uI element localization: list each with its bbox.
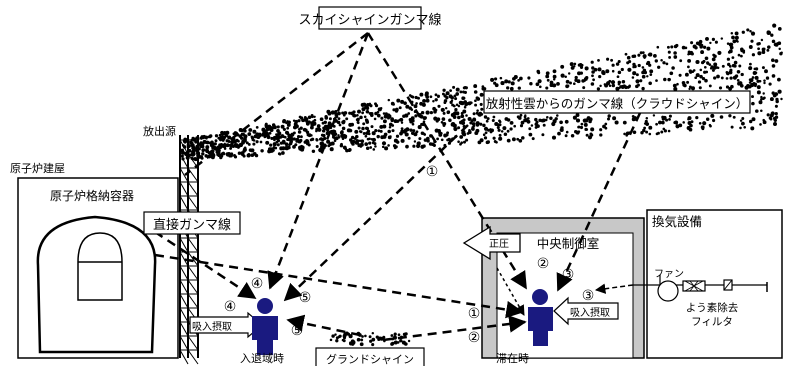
control-room-label: 中央制御室 [537, 236, 600, 251]
direct-gamma-label: 直接ガンマ線 [153, 217, 231, 233]
intake-label-right: 吸入摂取 [570, 306, 610, 319]
groundshine-label: グランドシャイン [326, 352, 414, 366]
iodine-filter-label-1: よう素除去 [686, 301, 739, 314]
intake-arrow-right [553, 296, 619, 326]
positive-pressure-label: 正圧 [489, 239, 509, 250]
ventilation-equipment [594, 209, 783, 359]
fan-icon [657, 280, 679, 302]
fan-label: ファン [654, 269, 684, 280]
radiation-paths [154, 32, 642, 342]
radioactive-cloud [180, 23, 783, 162]
marker-3-lower: ③ [582, 288, 595, 304]
ventilation-label: 換気設備 [652, 214, 702, 229]
marker-1-skyshine: ① [426, 164, 439, 180]
control-room [481, 217, 645, 359]
reactor-building-label: 原子炉建屋 [10, 161, 65, 175]
containment-label: 原子炉格納容器 [50, 188, 134, 203]
marker-3-upper: ③ [562, 267, 575, 283]
marker-2-ground: ② [468, 330, 481, 346]
entry-exit-label: 入退域時 [240, 352, 284, 365]
marker-5-upper: ⑤ [299, 290, 312, 306]
cloudshine-label: 放射性雲からのガンマ線（クラウドシャイン） [486, 96, 749, 111]
intake-label-left: 吸入摂取 [192, 320, 232, 333]
stay-label: 滞在時 [496, 352, 529, 365]
positive-pressure-arrow [462, 225, 521, 261]
person-control-room [528, 289, 553, 346]
person-entry-exit [252, 298, 278, 355]
release-source-label: 放出源 [143, 124, 176, 138]
reactor-vessel [77, 232, 123, 301]
skyshine-label: スカイシャインガンマ線 [298, 12, 441, 28]
marker-5-lower: ⑤ [291, 323, 304, 339]
marker-2-room: ② [537, 256, 550, 272]
marker-1-direct: ① [468, 306, 481, 322]
reactor-building [17, 177, 179, 359]
iodine-filter-label-2: フィルタ [691, 316, 733, 328]
marker-4-lower: ④ [224, 299, 237, 315]
marker-4-upper: ④ [251, 276, 264, 292]
